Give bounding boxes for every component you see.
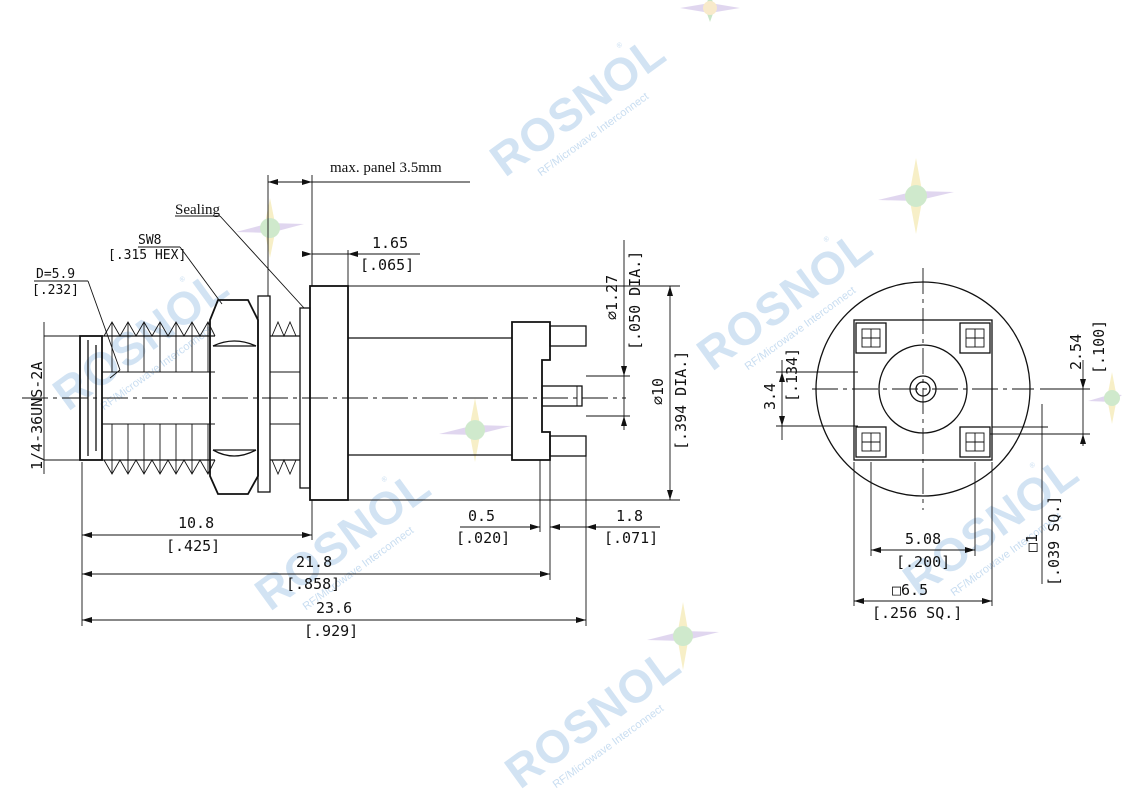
overall-length-inch-label: [.929]: [304, 622, 358, 640]
pad-spacing-label: 3.4: [761, 383, 779, 410]
pad-bottom-left: [855, 426, 887, 458]
length-to-pcb-label: 21.8: [296, 553, 332, 571]
compass-logo-icon: [680, 0, 740, 22]
wrench-size-inch-label: [.315 HEX]: [108, 248, 186, 263]
bottom-view: 2.54 [.100] 3.4 [.134] 5.08 [.200] □6.5 …: [761, 268, 1108, 622]
pin-diameter-inch-label: [.050 DIA.]: [626, 251, 644, 350]
pin-pitch-label: 5.08: [905, 530, 941, 548]
side-view: max. panel 3.5mm Sealing SW8 [.315 HEX] …: [22, 160, 690, 640]
wrench-size-label: SW8: [138, 233, 161, 248]
flange: [309, 285, 349, 501]
rear-thread: [270, 320, 300, 476]
standoff-label: 0.5: [468, 507, 495, 525]
front-length-inch-label: [.425]: [166, 537, 220, 555]
ground-pin-top: [549, 325, 587, 347]
pad-size-inch-label: [.039 SQ.]: [1045, 496, 1063, 586]
square-size-label: □6.5: [892, 581, 928, 599]
pin-pitch-inch-label: [.200]: [896, 553, 950, 571]
compass-logo-icon: [647, 602, 719, 670]
pin-length-label: 1.8: [616, 507, 643, 525]
panel-thickness-label: max. panel 3.5mm: [330, 160, 442, 176]
pin-length-inch-label: [.071]: [604, 529, 658, 547]
pin-offset-inch-label: [.100]: [1090, 320, 1108, 374]
pin-diameter-label: ⌀1.27: [603, 275, 621, 320]
watermark-top: ROSNOL RF/Microwave Interconnect ®: [480, 25, 675, 186]
watermark-logo: ROSNOL: [245, 459, 440, 620]
flange-thickness-inch-label: [.065]: [360, 256, 414, 274]
flange-diameter-label: D=5.9: [36, 267, 75, 282]
standoff-inch-label: [.020]: [456, 529, 510, 547]
signal-pin: [541, 385, 583, 407]
compass-logo-icon: [1088, 372, 1122, 424]
thread-spec-label: 1/4-36UNS-2A: [28, 362, 46, 470]
watermark-registered: ®: [615, 40, 625, 50]
compass-logo-icon: [878, 158, 954, 234]
compass-logo-icon: [236, 198, 304, 258]
pcb-mount-block: [511, 321, 551, 461]
ground-pin-bottom: [549, 435, 587, 457]
watermark-bottom: ROSNOL RF/Microwave Interconnect: [495, 637, 690, 793]
compass-logo-icon: [439, 398, 511, 462]
pad-spacing-inch-label: [.134]: [783, 348, 801, 402]
front-length-label: 10.8: [178, 514, 214, 532]
flange-thickness-label: 1.65: [372, 234, 408, 252]
watermark-registered: ®: [178, 274, 188, 284]
pin-offset-label: 2.54: [1067, 334, 1085, 370]
pad-bottom-right: [959, 426, 991, 458]
watermark-registered: ®: [822, 234, 832, 244]
watermark-registered: ®: [1028, 460, 1038, 470]
pad-size-label: □1: [1023, 534, 1041, 552]
watermark-registered: ®: [380, 474, 390, 484]
square-size-inch-label: [.256 SQ.]: [872, 604, 962, 622]
flange-diameter-inch-label: [.232]: [32, 283, 79, 298]
length-to-pcb-inch-label: [.858]: [286, 575, 340, 593]
pad-top-left: [855, 322, 887, 354]
watermark-logo: ROSNOL: [480, 25, 675, 186]
overall-length-label: 23.6: [316, 599, 352, 617]
body-diameter-inch-label: [.394 DIA.]: [672, 351, 690, 450]
corner-pads: [855, 322, 991, 458]
body-diameter-label: ⌀10: [649, 378, 667, 405]
sealing-label: Sealing: [175, 202, 220, 218]
pad-top-right: [959, 322, 991, 354]
lock-washer: [257, 295, 271, 493]
hex-nut: [209, 299, 259, 495]
